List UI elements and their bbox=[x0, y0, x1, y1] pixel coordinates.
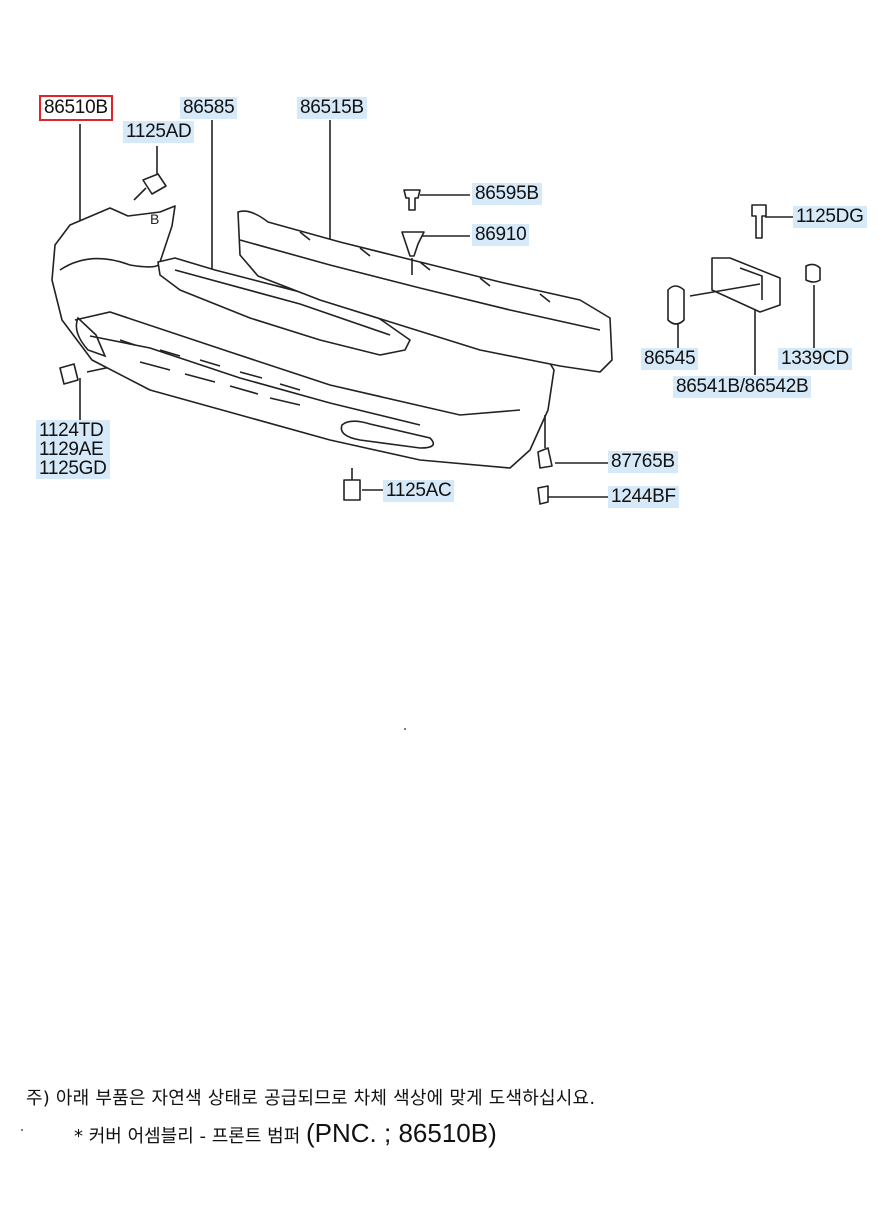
retainer-86910 bbox=[401, 231, 425, 275]
callout-stack-bolts: 1124TD 1129AE 1125GD bbox=[36, 420, 110, 479]
clip-86595B bbox=[403, 189, 421, 211]
callout-1125AC[interactable]: 1125AC bbox=[383, 480, 455, 502]
callout-1129AE[interactable]: 1129AE bbox=[39, 439, 104, 460]
callout-1244BF[interactable]: 1244BF bbox=[608, 486, 679, 508]
part-note-pnc: (PNC. ; 86510B) bbox=[306, 1118, 497, 1148]
callout-87765B[interactable]: 87765B bbox=[608, 451, 678, 473]
clip-87765B bbox=[537, 415, 553, 469]
part-note: * 커버 어셈블리 - 프론트 범퍼 (PNC. ; 86510B) bbox=[74, 1118, 497, 1149]
bolt-1124TD bbox=[59, 363, 79, 385]
bolt-1125AD bbox=[133, 173, 167, 201]
callout-86541B-86542B[interactable]: 86541B/86542B bbox=[673, 376, 812, 398]
bumper-beam bbox=[237, 210, 613, 373]
callout-1125DG[interactable]: 1125DG bbox=[793, 206, 867, 228]
view-marker: B bbox=[150, 211, 159, 227]
callout-1124TD[interactable]: 1124TD bbox=[39, 420, 104, 441]
callout-86510B[interactable]: 86510B bbox=[39, 95, 113, 121]
part-note-text: * 커버 어셈블리 - 프론트 범퍼 bbox=[74, 1126, 301, 1147]
callout-86910[interactable]: 86910 bbox=[472, 224, 530, 246]
callout-86515B[interactable]: 86515B bbox=[297, 97, 367, 119]
callout-86545[interactable]: 86545 bbox=[641, 348, 699, 370]
callout-86585[interactable]: 86585 bbox=[180, 97, 238, 119]
paint-note: 주) 아래 부품은 자연색 상태로 공급되므로 차체 색상에 맞게 도색하십시요… bbox=[26, 1088, 596, 1109]
callout-1125GD[interactable]: 1125GD bbox=[39, 458, 107, 479]
screw-1244BF bbox=[537, 485, 549, 505]
callout-1339CD[interactable]: 1339CD bbox=[778, 348, 852, 370]
bumper-absorber bbox=[157, 257, 411, 356]
callout-1125AD[interactable]: 1125AD bbox=[123, 121, 195, 143]
callout-86595B[interactable]: 86595B bbox=[472, 183, 542, 205]
side-bracket bbox=[667, 204, 821, 325]
bolt-1125AC bbox=[343, 468, 361, 501]
